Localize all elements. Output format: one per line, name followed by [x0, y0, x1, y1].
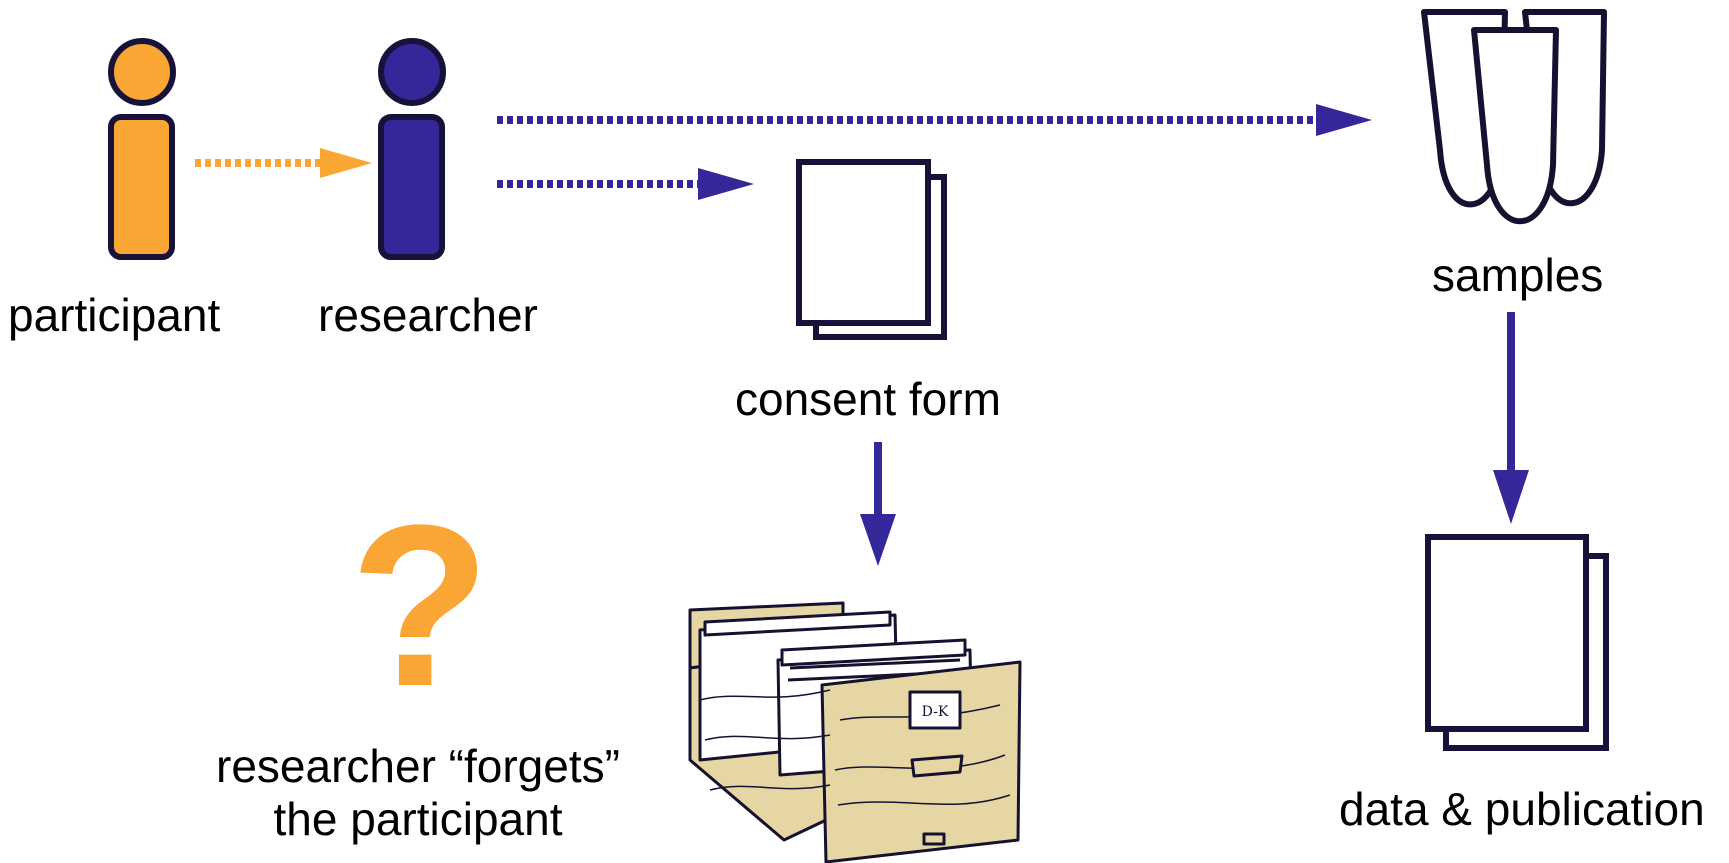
forgets-caption-line2: the participant	[273, 792, 563, 845]
researcher-label: researcher	[318, 289, 538, 341]
data-publication-label: data & publication	[1339, 783, 1705, 835]
file-drawer-icon: D-K	[688, 601, 1022, 863]
drawer-tag-text: D-K	[922, 704, 949, 720]
forgets-caption-line1: researcher “forgets”	[216, 740, 620, 792]
participant-to-researcher-arrow	[195, 148, 372, 178]
participant-icon	[108, 38, 176, 260]
researcher-to-consent-arrow	[497, 168, 754, 200]
researcher-icon	[378, 38, 446, 260]
participant-label: participant	[8, 289, 221, 341]
consent-to-drawer-arrow	[860, 442, 896, 566]
samples-label: samples	[1432, 249, 1604, 301]
consent-form-icon	[796, 159, 947, 340]
samples-tubes-icon	[1421, 9, 1607, 224]
forgets-caption: researcher “forgets” the participant	[198, 740, 638, 846]
samples-to-data-arrow	[1493, 312, 1529, 524]
consent-form-label: consent form	[735, 373, 1001, 425]
question-mark-icon: ?	[350, 477, 491, 734]
researcher-to-samples-arrow	[497, 104, 1372, 136]
data-publication-icon	[1425, 534, 1609, 751]
